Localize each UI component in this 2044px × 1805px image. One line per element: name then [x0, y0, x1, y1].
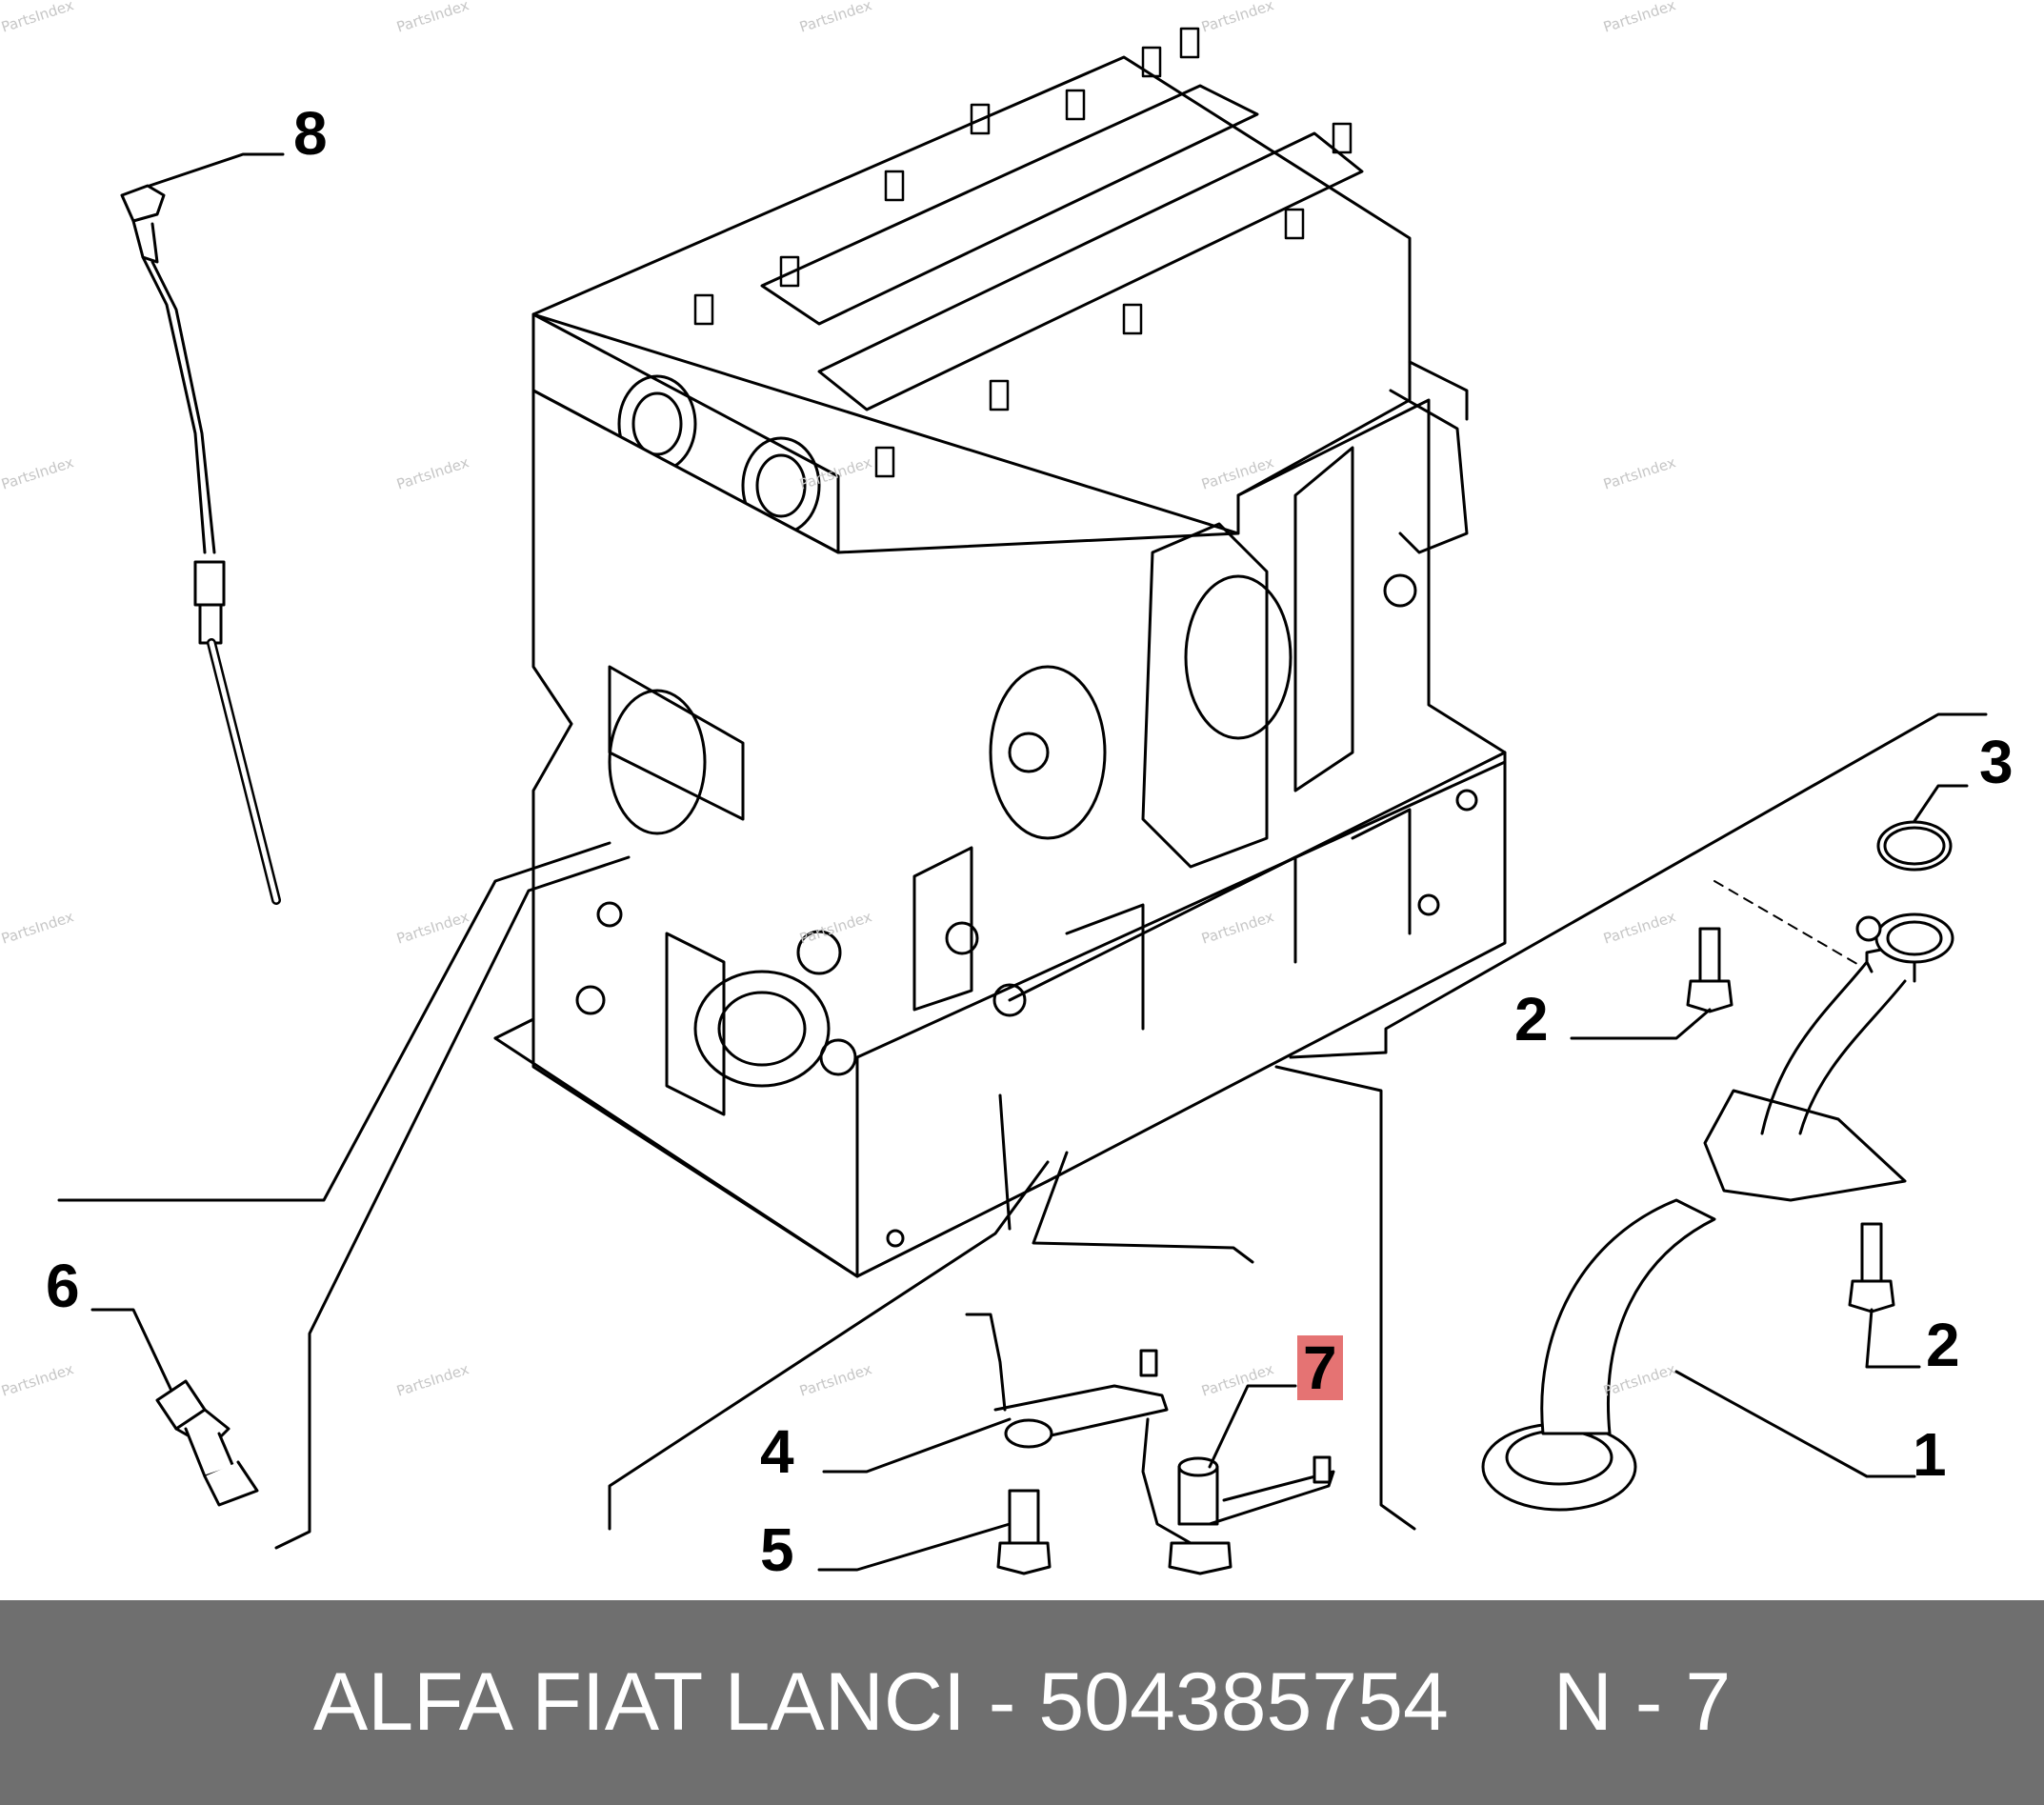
part-6-sensor-drawing — [90, 1308, 259, 1507]
callout-5: 5 — [760, 1515, 794, 1584]
part-3-oring-drawing — [1876, 784, 1969, 872]
part-number-footer: ALFA FIAT LANCI - 504385754 N - 7 — [0, 1600, 2044, 1805]
callout-2b: 2 — [1926, 1311, 1960, 1379]
footer-brand-part: ALFA FIAT LANCI - 504385754 — [312, 1656, 1449, 1748]
callout-6: 6 — [46, 1252, 80, 1320]
part-8-dipstick-drawing — [120, 152, 285, 905]
callout-4: 4 — [760, 1417, 794, 1486]
footer-ref: N - 7 — [1553, 1656, 1732, 1748]
callout-3: 3 — [1979, 728, 2014, 796]
parts-diagram: 8 6 3 2 2 1 4 5 7 PartsIndex PartsIndex … — [0, 0, 2014, 1584]
part-5-bolt-drawing — [817, 1489, 1052, 1575]
part-1-oil-pickup-drawing — [1481, 880, 1954, 1512]
callout-2a: 2 — [1514, 985, 1549, 1053]
diagram-drawing — [57, 27, 1988, 1575]
part-4-nozzle-drawing — [822, 1313, 1169, 1474]
callout-7-highlighted: 7 — [1297, 1335, 1343, 1400]
callout-1: 1 — [1913, 1420, 1947, 1489]
part-7-nozzle-drawing — [1141, 1384, 1335, 1575]
part-2-bolts-drawing — [1570, 927, 1921, 1369]
engine-block-drawing — [493, 27, 1507, 1278]
callout-8: 8 — [293, 99, 328, 168]
